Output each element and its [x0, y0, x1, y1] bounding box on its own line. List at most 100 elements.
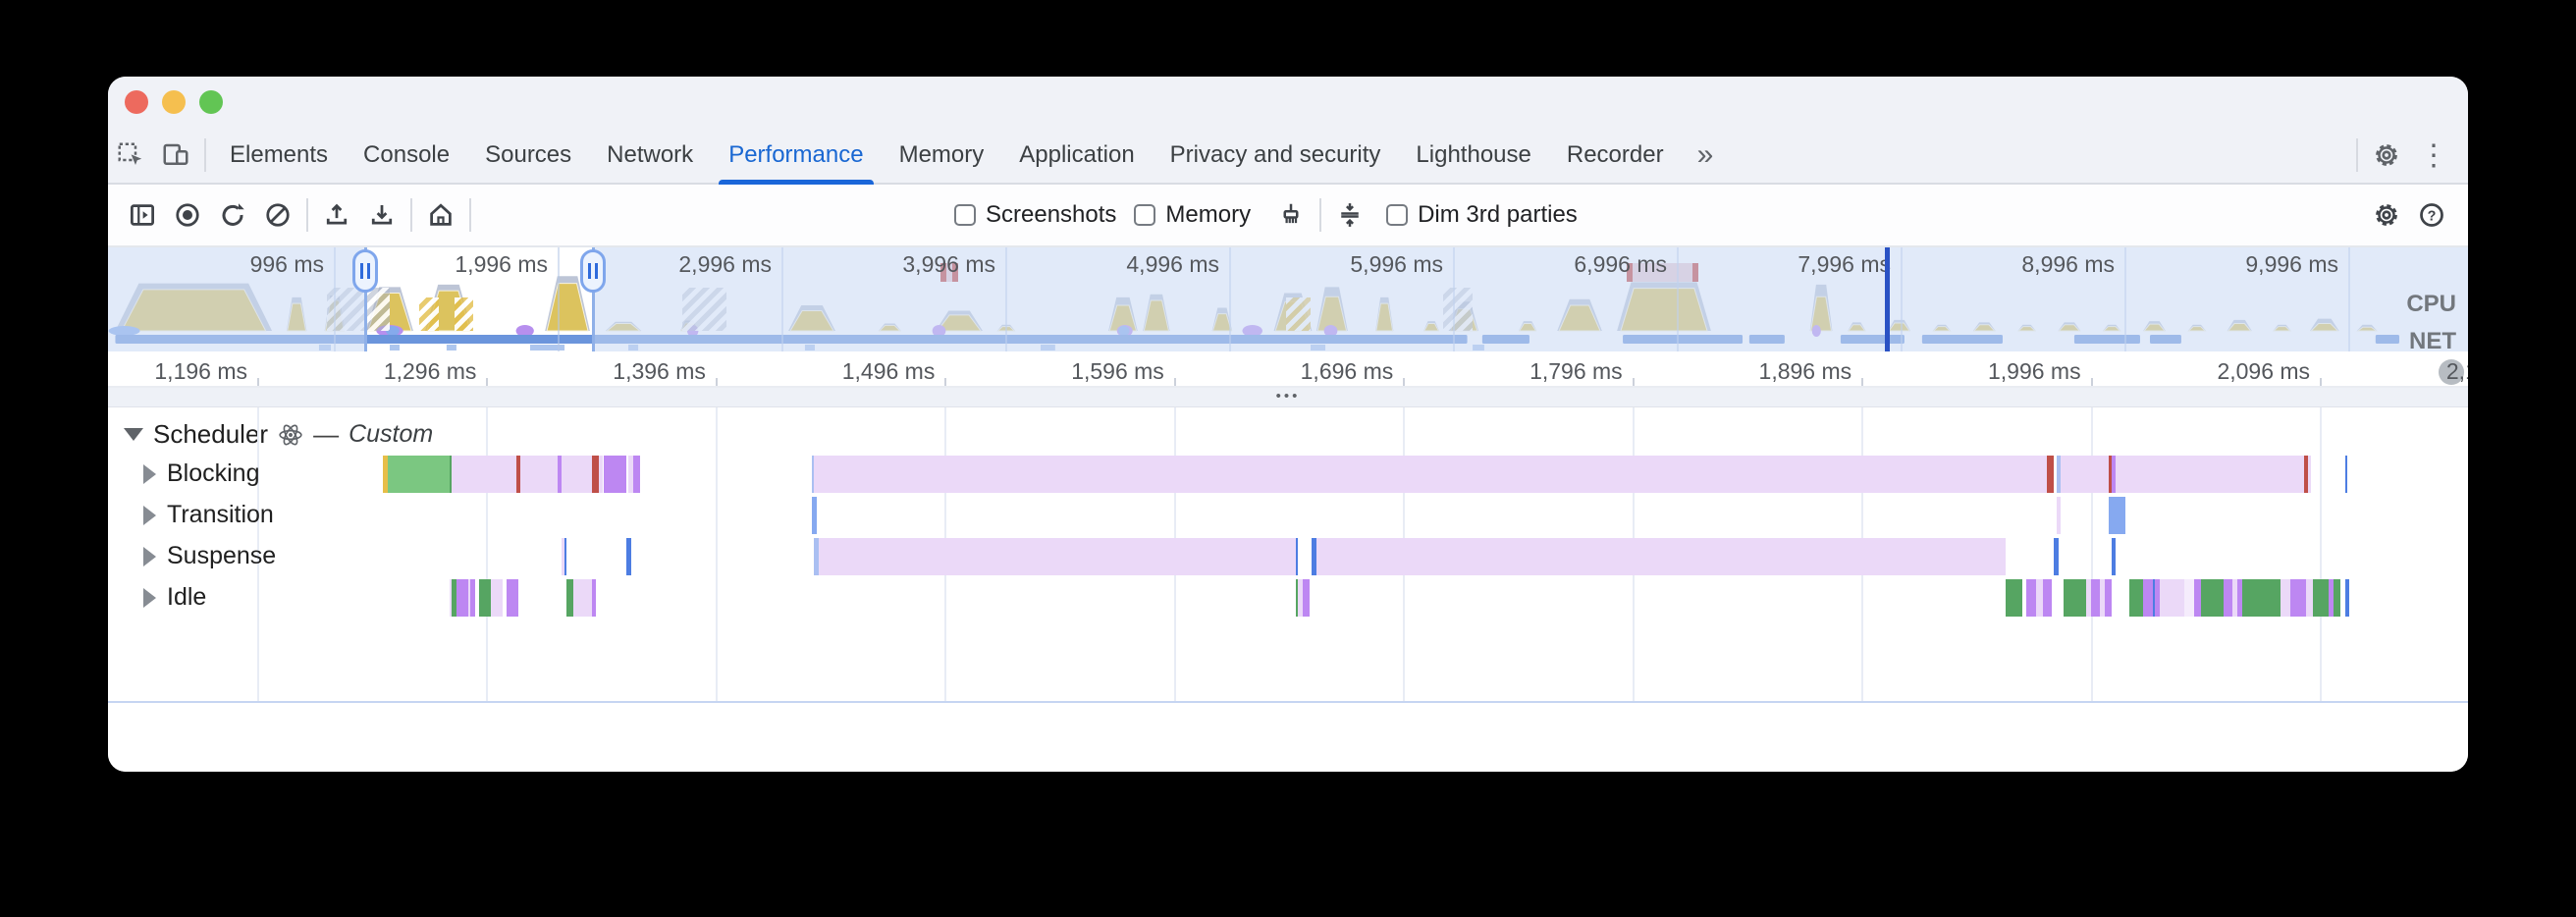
toggle-sidebar-icon[interactable] — [120, 192, 165, 238]
selection-handle-right[interactable] — [580, 249, 607, 293]
flame-segment[interactable] — [591, 579, 597, 617]
flame-segment[interactable] — [2159, 579, 2185, 617]
selection-handle-left[interactable] — [351, 249, 378, 293]
chevron-down-icon[interactable] — [124, 428, 143, 441]
tab-network[interactable]: Network — [607, 141, 694, 168]
flame-segment[interactable] — [515, 456, 521, 493]
flame-segment[interactable] — [1295, 538, 1299, 575]
flame-segment[interactable] — [2047, 456, 2055, 493]
flame-segment[interactable] — [598, 456, 604, 493]
record-and-reload-icon[interactable] — [210, 192, 255, 238]
flame-segment[interactable] — [450, 456, 453, 493]
flame-segment[interactable] — [470, 579, 475, 617]
flame-segment[interactable] — [811, 497, 817, 534]
flame-segment[interactable] — [467, 579, 471, 617]
flame-segment[interactable] — [2090, 579, 2100, 617]
flame-segment[interactable] — [456, 579, 468, 617]
flame-segment[interactable] — [2104, 579, 2112, 617]
flame-segment[interactable] — [2109, 497, 2125, 534]
tab-sources[interactable]: Sources — [485, 141, 572, 168]
flame-segment[interactable] — [814, 456, 2048, 493]
flame-segment[interactable] — [2035, 579, 2043, 617]
flame-segment[interactable] — [591, 456, 599, 493]
flame-segment[interactable] — [383, 456, 389, 493]
dim-3rd-parties-checkbox[interactable] — [1386, 204, 1409, 226]
flame-segment[interactable] — [811, 456, 815, 493]
flame-segment[interactable] — [2344, 579, 2350, 617]
tab-privacy-and-security[interactable]: Privacy and security — [1169, 141, 1381, 168]
flame-segment[interactable] — [603, 456, 626, 493]
flame-segment[interactable] — [2152, 579, 2156, 617]
flame-segment[interactable] — [2026, 579, 2036, 617]
flame-segment[interactable] — [2116, 456, 2304, 493]
collect-garbage-icon[interactable] — [1268, 192, 1314, 238]
capture-settings-gear-icon[interactable] — [2364, 192, 2409, 238]
flame-segment[interactable] — [2289, 579, 2307, 617]
flame-segment[interactable] — [2061, 456, 2110, 493]
flame-segment[interactable] — [2232, 579, 2237, 617]
flame-segment[interactable] — [1295, 579, 1299, 617]
flame-segment[interactable] — [2344, 456, 2348, 493]
tab-application[interactable]: Application — [1019, 141, 1135, 168]
flame-segment[interactable] — [2006, 579, 2022, 617]
chevron-right-icon[interactable] — [143, 546, 156, 566]
flame-segment[interactable] — [562, 456, 592, 493]
flame-segment[interactable] — [2129, 579, 2144, 617]
flame-segment[interactable] — [818, 538, 1296, 575]
flame-segment[interactable] — [2237, 579, 2242, 617]
minimize-window-button[interactable] — [162, 90, 186, 114]
record-icon[interactable] — [165, 192, 210, 238]
device-toolbar-icon[interactable] — [153, 133, 198, 178]
flame-segment[interactable] — [2042, 579, 2052, 617]
flame-segment[interactable] — [2313, 579, 2330, 617]
tab-elements[interactable]: Elements — [230, 141, 329, 168]
zoom-window-button[interactable] — [199, 90, 223, 114]
flame-segment[interactable] — [452, 456, 516, 493]
flame-segment[interactable] — [2111, 456, 2117, 493]
flame-segment[interactable] — [2154, 579, 2160, 617]
collapse-tracks-icon[interactable] — [1327, 192, 1372, 238]
flame-segment[interactable] — [632, 456, 640, 493]
flame-segment[interactable] — [625, 538, 631, 575]
flame-segment[interactable] — [2184, 579, 2194, 617]
tab-recorder[interactable]: Recorder — [1566, 141, 1664, 168]
flame-segment[interactable] — [2329, 579, 2334, 617]
close-window-button[interactable] — [125, 90, 148, 114]
flame-segment[interactable] — [2143, 579, 2153, 617]
flame-segment[interactable] — [2200, 579, 2224, 617]
flame-segment[interactable] — [450, 579, 453, 617]
clear-recording-icon[interactable] — [255, 192, 300, 238]
flame-segment[interactable] — [562, 538, 564, 575]
track-group-header[interactable]: Scheduler — Custom — [124, 419, 433, 450]
screenshots-checkbox[interactable] — [954, 204, 976, 226]
flame-segment[interactable] — [2099, 579, 2105, 617]
flame-segment[interactable] — [2054, 538, 2059, 575]
flame-segment[interactable] — [566, 579, 574, 617]
flame-segment[interactable] — [2056, 497, 2062, 534]
flame-segment[interactable] — [564, 538, 567, 575]
flame-segment[interactable] — [2109, 456, 2112, 493]
more-tabs-button[interactable]: » — [1696, 138, 1714, 171]
flame-segment[interactable] — [2306, 579, 2314, 617]
tab-performance[interactable]: Performance — [711, 128, 881, 185]
tab-lighthouse[interactable]: Lighthouse — [1416, 141, 1531, 168]
inspect-element-icon[interactable] — [108, 133, 153, 178]
flame-segment[interactable] — [1315, 538, 2007, 575]
flame-segment[interactable] — [520, 456, 558, 493]
flame-segment[interactable] — [491, 579, 503, 617]
flame-segment[interactable] — [557, 456, 563, 493]
flame-segment[interactable] — [2303, 456, 2309, 493]
flame-segment[interactable] — [2241, 579, 2281, 617]
chevron-right-icon[interactable] — [143, 587, 156, 608]
flame-segment[interactable] — [388, 456, 451, 493]
window-titlebar[interactable] — [108, 77, 2468, 128]
flame-segment[interactable] — [2308, 456, 2311, 493]
track-row-label-idle[interactable]: Idle — [143, 583, 206, 612]
flame-segment[interactable] — [1311, 538, 1316, 575]
flame-segment[interactable] — [573, 579, 592, 617]
flame-segment[interactable] — [2085, 579, 2091, 617]
chevron-right-icon[interactable] — [143, 505, 156, 525]
flame-segment[interactable] — [479, 579, 492, 617]
